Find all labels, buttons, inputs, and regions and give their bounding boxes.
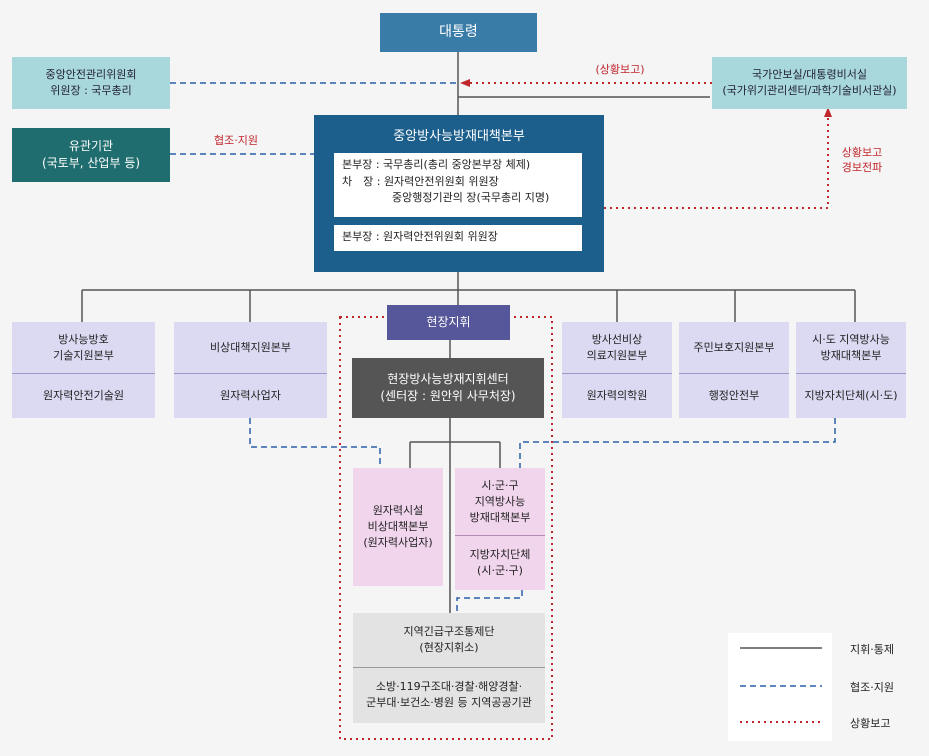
city-title-line2: 지역방사능 <box>474 494 526 508</box>
control-sub-line2: 군부대·보건소·병원 등 지역공공기관 <box>366 696 532 710</box>
city-title-line3: 방재대책본부 <box>469 510 531 524</box>
emergency-sub: 원자력사업자 <box>174 373 327 418</box>
provincial-sub: 지방자치단체(시·도) <box>796 373 906 418</box>
provincial-title-line1: 시·도 지역방사능 <box>812 332 890 346</box>
legend-panel <box>728 633 832 741</box>
city-sub: 지방자치단체 (시·군·구) <box>455 535 545 590</box>
rad-tech-title: 방사능방호 기술지원본부 <box>53 322 114 373</box>
central-safety-committee-box: 중앙안전관리위원회 위원장 : 국무총리 <box>12 57 170 109</box>
agencies-list: (국토부, 산업부 등) <box>41 156 141 170</box>
coop-support-label: 협조·지원 <box>214 134 258 147</box>
provincial-title: 시·도 지역방사능 방재대책본부 <box>812 322 890 373</box>
resident-sub: 행정안전부 <box>679 373 789 418</box>
provincial-title-line2: 방재대책본부 <box>820 348 882 362</box>
rad-medical-title-line1: 방사선비상 <box>591 332 643 346</box>
report-label-line1: 상황보고 <box>841 146 883 159</box>
situation-report-label: (상황보고) <box>595 63 645 76</box>
control-title-line2: (현장지휘소) <box>419 640 479 654</box>
national-security-box: 국가안보실/대통령비서실 (국가위기관리센터/과학기술비서관실) <box>712 57 907 109</box>
field-center-box: 현장방사능방재지휘센터 (센터장 : 원안위 사무처장) <box>352 358 544 418</box>
rad-medical-title-line2: 의료지원본부 <box>586 348 648 362</box>
legend-coop: 협조·지원 <box>850 681 894 694</box>
agencies-name: 유관기관 <box>68 138 114 153</box>
report-label-line2: 경보전파 <box>841 161 883 175</box>
security-sub: (국가위기관리센터/과학기술비서관실) <box>722 84 897 97</box>
report-alert-label: 상황보고 경보전파 <box>832 145 892 176</box>
report-arrow-left <box>460 79 470 87</box>
rad-tech-sub: 원자력안전기술원 <box>12 373 155 418</box>
hq-alt-panel: 본부장 : 원자력안전위원회 위원장 <box>334 225 582 251</box>
control-sub: 소방·119구조대·경찰·해양경찰· 군부대·보건소·병원 등 지역공공기관 <box>353 666 545 723</box>
resident-protection-box: 주민보호지원본부 행정안전부 <box>679 322 789 418</box>
emergency-title: 비상대책지원본부 <box>210 340 291 354</box>
legend-report: 상황보고 <box>850 717 891 730</box>
control-title-line1: 지역긴급구조통제단 <box>403 624 495 638</box>
rad-tech-title-line1: 방사능방호 <box>58 332 109 346</box>
facility-line3: (원자력사업자) <box>363 535 433 549</box>
legend-command: 지휘·통제 <box>850 643 894 656</box>
related-agencies-box: 유관기관 (국토부, 산업부 등) <box>12 128 170 182</box>
city-hq-box: 시·군·구 지역방사능 방재대책본부 지방자치단체 (시·군·구) <box>455 468 545 590</box>
resident-title: 주민보호지원본부 <box>693 340 775 354</box>
rad-medical-box: 방사선비상 의료지원본부 원자력의학원 <box>562 322 672 418</box>
central-hq-box: 중앙방사능방재대책본부 본부장 : 국무총리(총리 중앙본부장 체제) 차 장 … <box>314 115 604 272</box>
committee-chair: 위원장 : 국무총리 <box>50 84 132 97</box>
rad-tech-support-box: 방사능방호 기술지원본부 원자력안전기술원 <box>12 322 155 418</box>
emergency-control-box: 지역긴급구조통제단 (현장지휘소) 소방·119구조대·경찰·해양경찰· 군부대… <box>353 613 545 723</box>
control-title: 지역긴급구조통제단 (현장지휘소) <box>403 613 494 667</box>
committee-name: 중앙안전관리위원회 <box>45 68 137 82</box>
hq-chief: 본부장 : 국무총리(총리 중앙본부장 체제) <box>342 158 531 171</box>
field-command-label: 현장지휘 <box>426 314 471 329</box>
rad-medical-sub: 원자력의학원 <box>562 373 672 418</box>
field-center-name: 현장방사능방재지휘센터 <box>387 371 509 386</box>
president-label: 대통령 <box>439 24 478 41</box>
rad-tech-title-line2: 기술지원본부 <box>53 348 114 362</box>
rad-medical-title: 방사선비상 의료지원본부 <box>587 322 648 373</box>
facility-line2: 비상대책본부 <box>367 520 429 534</box>
facility-line1: 원자력시설 <box>372 504 424 518</box>
emergency-support-box: 비상대책지원본부 원자력사업자 <box>174 322 327 418</box>
central-hq-title: 중앙방사능방재대책본부 <box>393 129 525 144</box>
facility-hq-box: 원자력시설 비상대책본부 (원자력사업자) <box>353 468 443 586</box>
hq-deputy-extra: 중앙행정기관의 장(국무총리 지명) <box>392 191 550 204</box>
hq-alt-chief: 본부장 : 원자력안전위원회 위원장 <box>342 230 498 243</box>
report-arrow-up <box>824 107 832 117</box>
hq-deputy: 차 장 : 원자력안전위원회 위원장 <box>342 174 499 188</box>
field-center-head: (센터장 : 원안위 사무처장) <box>380 389 516 403</box>
city-sub-line2: (시·군·구) <box>477 564 523 578</box>
field-command-box: 현장지휘 <box>387 305 510 340</box>
hq-detail-panel: 본부장 : 국무총리(총리 중앙본부장 체제) 차 장 : 원자력안전위원회 위… <box>334 153 582 217</box>
president-box: 대통령 <box>380 13 537 52</box>
city-title-line1: 시·군·구 <box>481 478 519 492</box>
control-sub-line1: 소방·119구조대·경찰·해양경찰· <box>375 680 523 694</box>
provincial-hq-box: 시·도 지역방사능 방재대책본부 지방자치단체(시·도) <box>796 322 906 418</box>
city-title: 시·군·구 지역방사능 방재대책본부 <box>470 468 531 535</box>
city-sub-line1: 지방자치단체 <box>469 548 531 562</box>
security-name: 국가안보실/대통령비서실 <box>751 68 868 82</box>
